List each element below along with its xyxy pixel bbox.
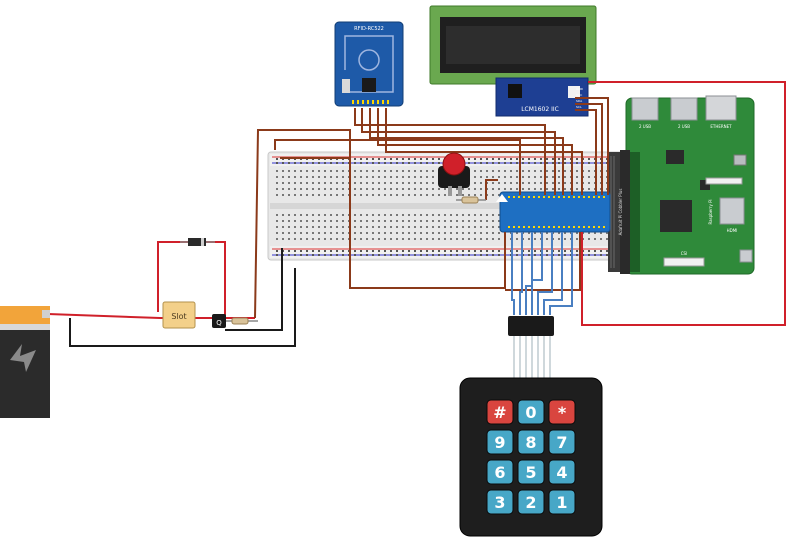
rfid-module-label: RFID-RC522 [354,26,384,32]
push-button [438,152,470,196]
keypad-key-label: * [558,403,567,422]
solenoid: Slot [162,301,196,329]
keypad-key-8[interactable]: 8 [517,429,545,455]
lcd-pin-vcc: VCC [576,93,582,97]
gpio-ribbon-cable [608,150,630,274]
keypad-key-label: 2 [525,493,536,512]
keypad-key-6[interactable]: 6 [486,459,514,485]
resistor-base [226,317,258,325]
keypad-key-label: 1 [556,493,567,512]
pi-csi-label: CSI [681,251,688,256]
keypad-key-label: 6 [494,463,505,482]
keypad: #0 * 9 8 7 6 5 4 3 2 1 [459,377,603,537]
keypad-key-0[interactable]: 0 [517,399,545,425]
lcd-display: LCM1602 IIC GND VCC SDA SCL [429,5,597,117]
wires [47,81,786,347]
keypad-key-7[interactable]: 7 [548,429,576,455]
pi-usb-right-label: 2 USB [678,124,690,129]
keypad-ribbon [508,316,554,380]
keypad-key-2[interactable]: 2 [517,489,545,515]
keypad-key-label: 7 [556,433,567,452]
transistor: Q [212,314,226,328]
keypad-key-label: 4 [556,463,567,482]
keypad-key-4[interactable]: 4 [548,459,576,485]
keypad-key-*[interactable]: * [548,399,576,425]
keypad-key-label: 0 [525,403,536,422]
lcd-pin-sda: SDA [576,99,583,103]
lcd-i2c-label: LCM1602 IIC [521,106,559,113]
battery [0,306,50,418]
raspberry-pi: 2 USB 2 USB ETHERNET HDMI CSI Raspberry … [625,95,755,275]
lcd-pin-gnd: GND [576,87,584,91]
transistor-label: Q [216,319,222,327]
pi-hdmi-label: HDMI [727,228,738,233]
resistor-button [456,196,486,204]
pi-ethernet-label: ETHERNET [710,124,732,129]
keypad-key-9[interactable]: 9 [486,429,514,455]
rfid-module: RFID-RC522 [334,21,404,107]
diode [180,238,215,246]
keypad-key-3[interactable]: 3 [486,489,514,515]
pi-brand-label: Raspberry Pi [708,199,713,224]
keypad-key-#[interactable]: # [486,399,514,425]
cobbler-label: Adafruit Pi Cobbler Plus [618,189,623,236]
keypad-key-1[interactable]: 1 [548,489,576,515]
keypad-key-label: 9 [494,433,505,452]
solenoid-label: Slot [171,312,186,321]
keypad-key-label: 5 [525,463,536,482]
keypad-key-label: # [493,403,506,422]
keypad-key-label: 3 [494,493,505,512]
gpio-cobbler: Adafruit Pi Cobbler Plus [496,189,623,236]
keypad-key-label: 8 [525,433,536,452]
pi-usb-left-label: 2 USB [639,124,651,129]
lcd-pin-scl: SCL [576,105,582,109]
keypad-key-5[interactable]: 5 [517,459,545,485]
